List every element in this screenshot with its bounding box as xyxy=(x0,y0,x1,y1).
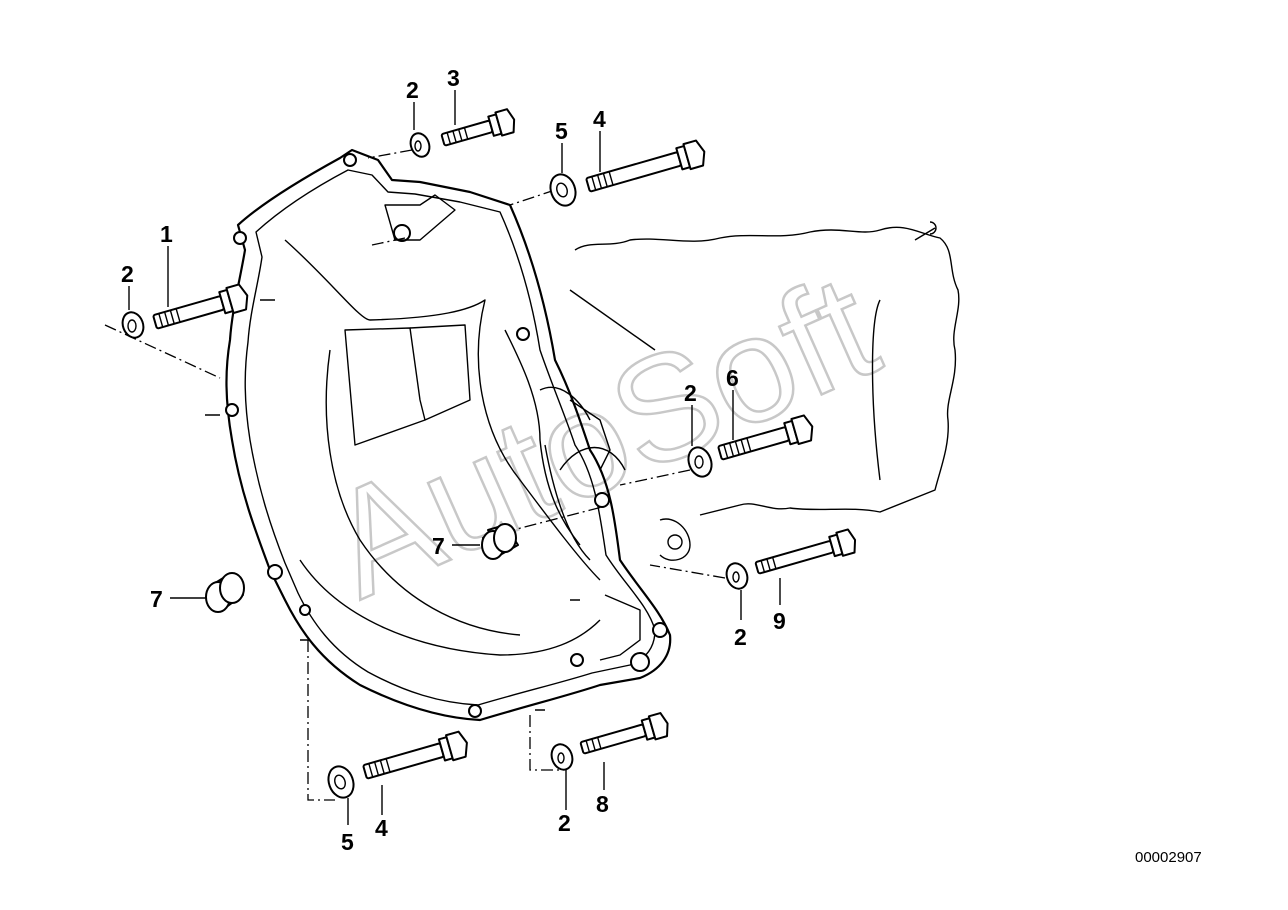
sensor-plug xyxy=(630,652,650,672)
bell-housing xyxy=(205,148,672,722)
callout-3: 3 xyxy=(447,65,460,91)
washer-part-5 xyxy=(549,173,577,207)
transmission-body xyxy=(569,221,960,561)
callout-2: 2 xyxy=(406,77,419,103)
flange-hole xyxy=(594,492,610,508)
callout-5: 5 xyxy=(555,118,568,144)
flange-hole xyxy=(299,604,311,616)
bolt-part-4 xyxy=(362,730,468,780)
flange-hole xyxy=(516,327,530,341)
washer-part-2 xyxy=(409,132,431,158)
washer-part-2 xyxy=(725,562,749,590)
bolt-part-1 xyxy=(152,283,249,330)
callout-2: 2 xyxy=(734,624,747,650)
dowel-sleeve-part-7 xyxy=(481,523,519,560)
callout-4: 4 xyxy=(593,106,606,132)
flange-hole xyxy=(393,224,411,242)
callout-6: 6 xyxy=(726,365,739,391)
callout-5: 5 xyxy=(341,829,354,855)
callouts: 1 2 2 3 5 4 2 6 7 7 2 9 5 4 2 8 xyxy=(121,65,786,855)
callout-2: 2 xyxy=(558,810,571,836)
callout-1: 1 xyxy=(160,221,173,247)
flange-hole xyxy=(225,403,239,417)
bolt-part-6 xyxy=(717,414,814,461)
leader-lines xyxy=(128,90,781,825)
reference-number: 00002907 xyxy=(1135,849,1202,866)
flange-hole xyxy=(233,231,247,245)
flange-hole xyxy=(468,704,482,718)
bolt-part-3 xyxy=(440,108,516,147)
washer-part-2 xyxy=(550,743,574,771)
callout-7: 7 xyxy=(432,533,445,559)
flange-hole xyxy=(267,564,283,580)
callout-7: 7 xyxy=(150,586,163,612)
callout-9: 9 xyxy=(773,608,786,634)
callout-4: 4 xyxy=(375,815,388,841)
flange-hole xyxy=(343,153,357,167)
dowel-sleeve-part-7 xyxy=(205,572,245,613)
callout-2: 2 xyxy=(121,261,134,287)
bolt-part-8 xyxy=(579,712,669,755)
callout-2: 2 xyxy=(684,380,697,406)
callout-8: 8 xyxy=(596,791,609,817)
fasteners xyxy=(121,108,857,799)
bolt-part-4 xyxy=(585,139,706,193)
flange-hole xyxy=(570,653,584,667)
bolt-part-9 xyxy=(754,528,857,575)
washer-part-5 xyxy=(327,765,355,799)
washer-part-2 xyxy=(687,446,713,478)
washer-part-2 xyxy=(121,311,145,339)
boss xyxy=(652,622,668,638)
